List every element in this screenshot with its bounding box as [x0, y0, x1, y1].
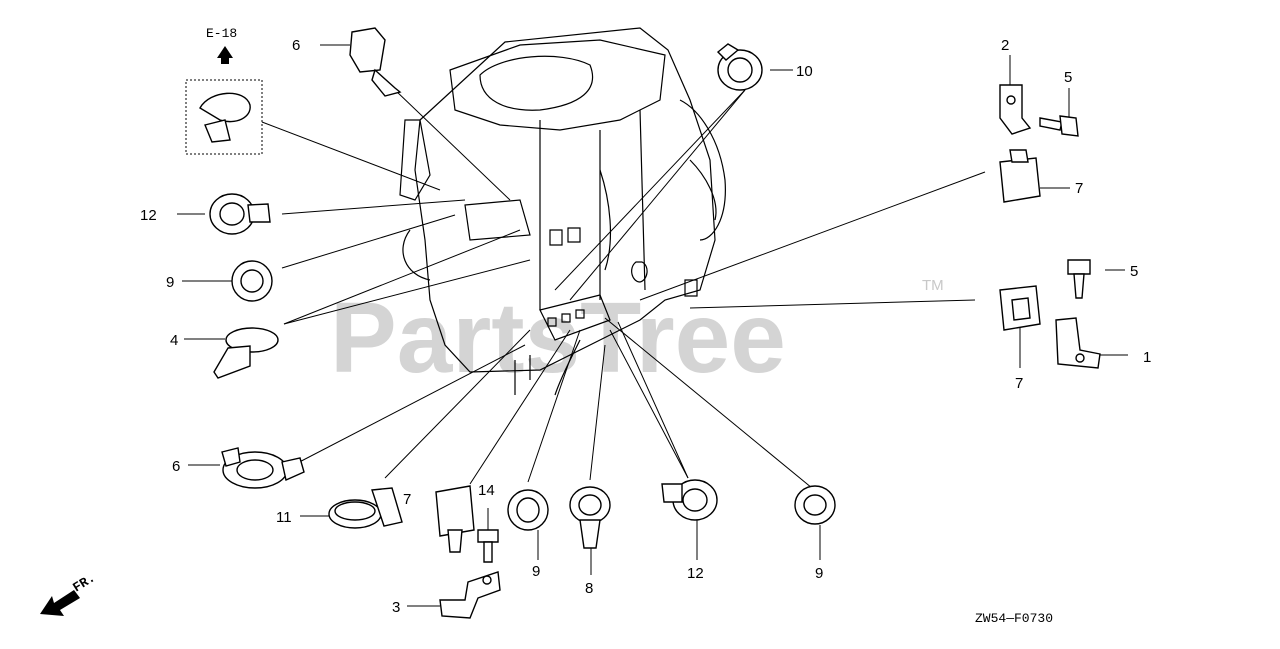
- hose-clamp-left: [209, 193, 271, 235]
- harness-clip-lower: [221, 447, 305, 489]
- bolt-5-upper: [1039, 115, 1079, 137]
- callout-12-left: 12: [140, 207, 157, 224]
- callout-12-lower: 12: [687, 565, 704, 582]
- clamp-detail-icon: [199, 92, 251, 123]
- callout-6-lower: 6: [172, 458, 180, 475]
- callout-2: 2: [1001, 37, 1009, 54]
- figure-code: ZW54—F0730: [975, 611, 1053, 626]
- bracket-1: [1055, 317, 1101, 369]
- bracket-2: [999, 84, 1032, 135]
- hose-clamp-lower: [661, 479, 718, 521]
- watermark-text: PartsTree: [330, 282, 786, 394]
- wire-clip-right-upper: [999, 149, 1041, 203]
- callout-9-center: 9: [532, 563, 540, 580]
- up-reference-label: E-18: [206, 26, 237, 41]
- callout-3: 3: [392, 599, 400, 616]
- callout-7-right-upper: 7: [1075, 180, 1083, 197]
- callout-4: 4: [170, 332, 178, 349]
- callout-7-lower: 7: [403, 491, 411, 508]
- band-clamp-11: [328, 487, 403, 529]
- callout-9-right: 9: [815, 565, 823, 582]
- clamp-8: [569, 486, 611, 549]
- wire-clip-lower: [435, 485, 475, 553]
- front-arrow-icon: [40, 590, 80, 616]
- grommet: [716, 43, 763, 91]
- parts: [209, 27, 1101, 619]
- bolt-5-lower: [1067, 259, 1091, 299]
- e18-inset: E-18: [185, 26, 263, 155]
- band-clamp-center: [507, 489, 549, 531]
- watermark-trademark: TM: [922, 277, 944, 294]
- callout-7-right-lower: 7: [1015, 375, 1023, 392]
- callout-9-left: 9: [166, 274, 174, 291]
- leader-lines: [177, 44, 1128, 607]
- callout-6-upper: 6: [292, 37, 300, 54]
- band-clamp-right: [794, 485, 836, 525]
- callout-10: 10: [796, 63, 813, 80]
- callout-5-upper: 5: [1064, 69, 1072, 86]
- arrow-up-icon: [217, 46, 233, 64]
- front-indicator: FR.: [40, 570, 98, 616]
- tie-band: [213, 327, 279, 379]
- callout-8: 8: [585, 580, 593, 597]
- callout-1: 1: [1143, 349, 1151, 366]
- band-clamp-left: [231, 260, 273, 302]
- callout-5-lower: 5: [1130, 263, 1138, 280]
- bolt-14: [477, 529, 499, 563]
- harness-clip-top: [349, 27, 402, 97]
- engine-block: [399, 27, 726, 396]
- callout-11: 11: [276, 509, 292, 526]
- callouts: 1 2 3 4 5 5 6 6 7 7 7 8 9 9 9 10 11 12 1…: [140, 37, 1151, 616]
- bracket-3: [439, 571, 501, 619]
- callout-14: 14: [478, 482, 495, 499]
- wire-clip-right-lower: [999, 285, 1041, 331]
